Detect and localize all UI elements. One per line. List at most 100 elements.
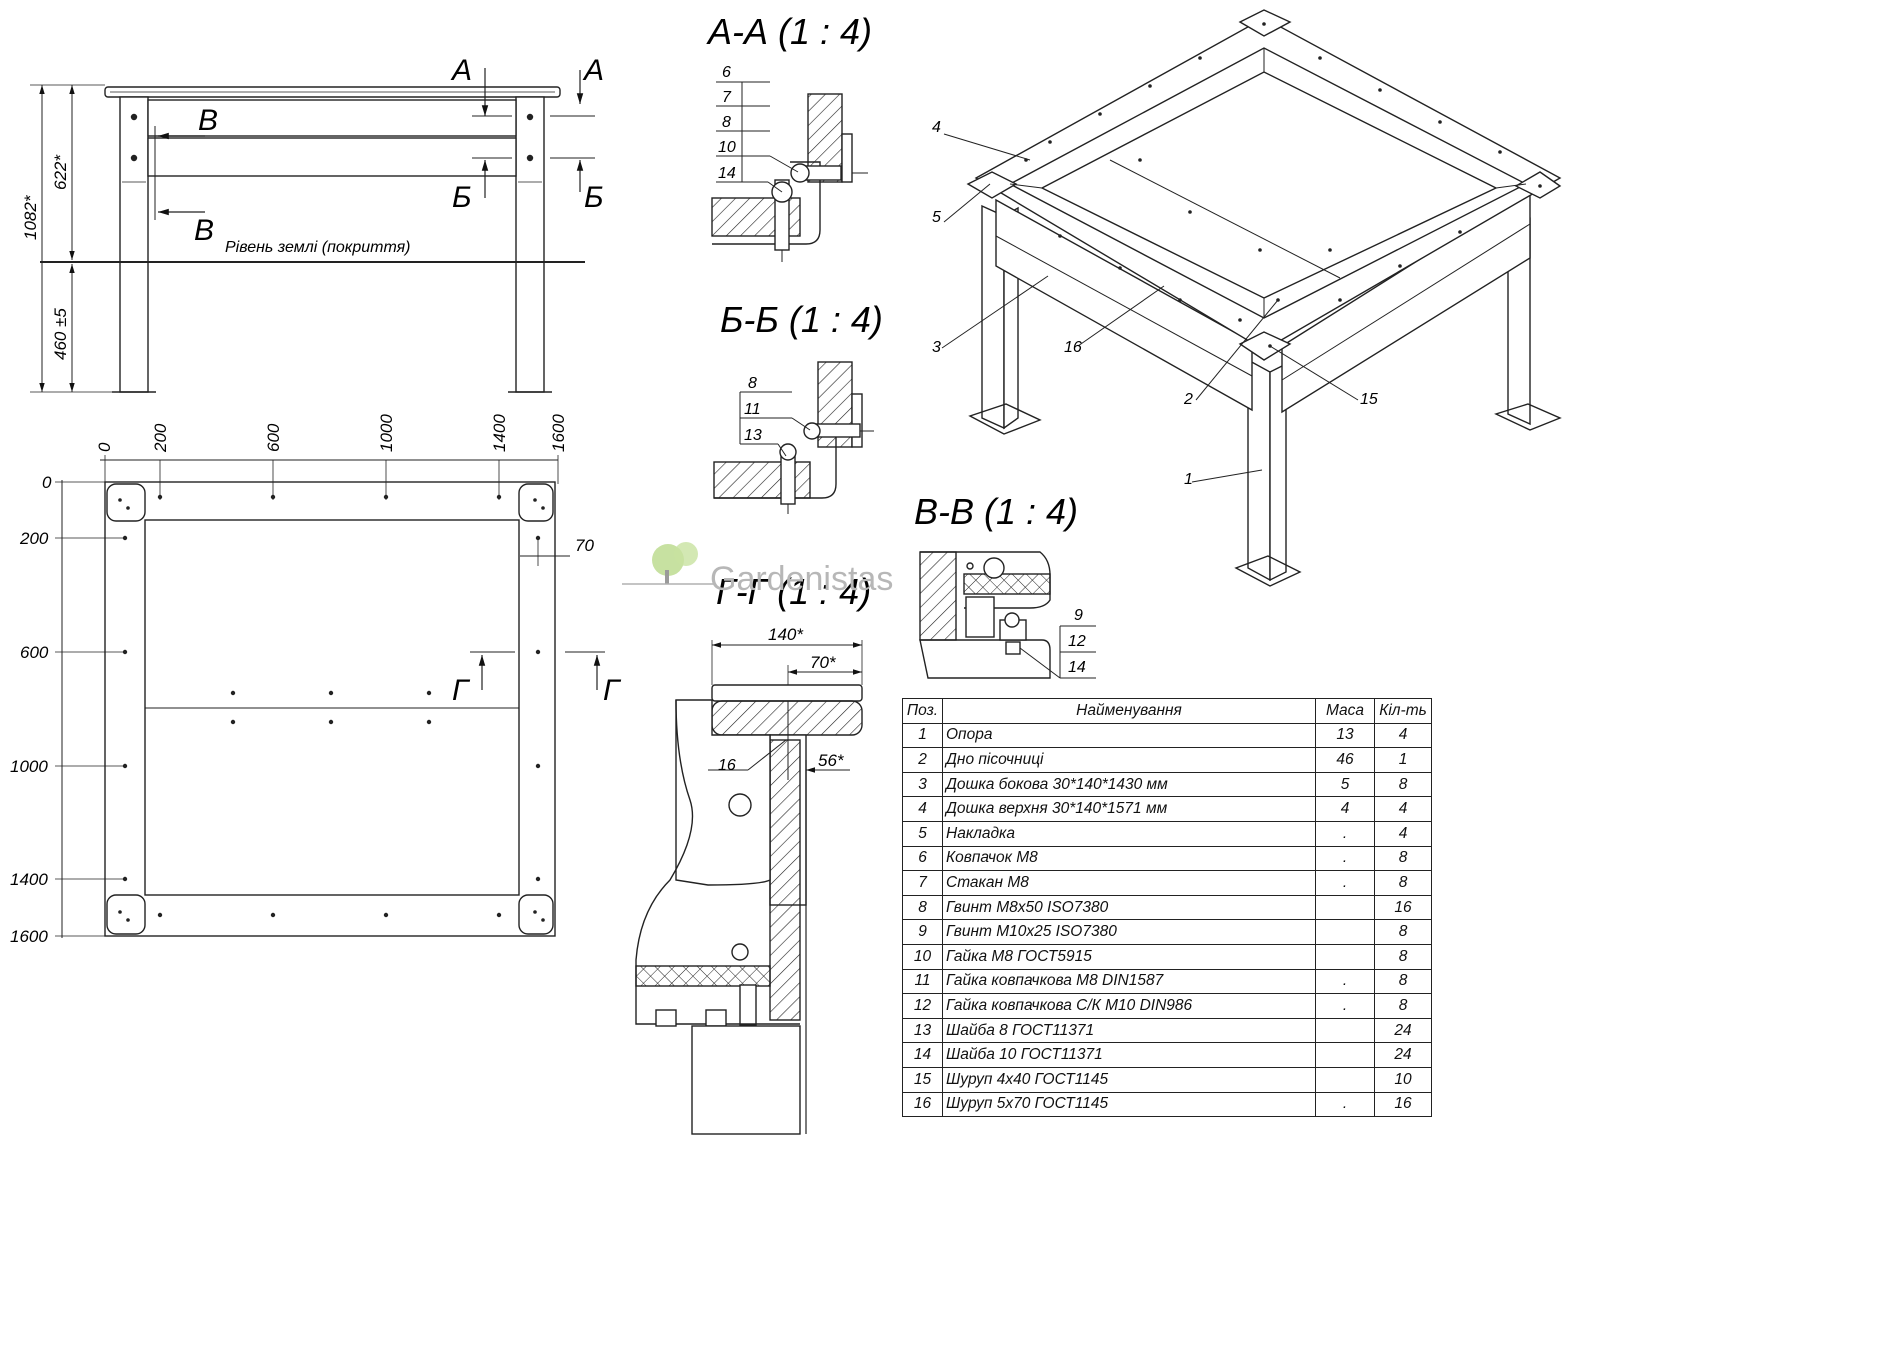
aa-callout-6: 6 xyxy=(722,64,731,81)
cell-mass xyxy=(1315,894,1375,921)
cell-pos: 8 xyxy=(902,894,943,921)
cell-name: Шайба 10 ГОСТ11371 xyxy=(942,1042,1316,1068)
cell-name: Гайка М8 ГОСТ5915 xyxy=(942,943,1316,970)
plan-tick-top-0: 0 xyxy=(95,442,114,452)
plan-tick-left-4: 1400 xyxy=(10,870,48,889)
cell-mass: 4 xyxy=(1315,796,1375,822)
cell-qty: 24 xyxy=(1374,1042,1432,1068)
cell-pos: 6 xyxy=(902,845,943,872)
plan-tick-top-1: 200 xyxy=(151,423,170,453)
cell-qty: 16 xyxy=(1374,1091,1432,1118)
cell-name: Дошка верхня 30*140*1571 мм xyxy=(942,796,1316,822)
header-pos: Поз. xyxy=(902,698,943,724)
cell-qty: 8 xyxy=(1374,870,1432,896)
bb-callout-8: 8 xyxy=(748,375,757,392)
cell-qty: 8 xyxy=(1374,919,1432,945)
technical-drawing: 1082* 622* 460 ±5 Рівень землі (покриття… xyxy=(10,9,1562,1135)
cell-name: Ковпачок М8 xyxy=(942,845,1316,872)
cut-v-top: В xyxy=(198,104,218,137)
section-vv xyxy=(919,551,1096,679)
aa-callout-7: 7 xyxy=(722,89,732,106)
dim-upper: 622* xyxy=(51,154,70,190)
section-gg-title: Г-Г (1 : 4) xyxy=(716,571,871,612)
cell-pos: 13 xyxy=(902,1017,943,1044)
cell-pos: 14 xyxy=(902,1042,943,1068)
cell-name: Дно пісочниці xyxy=(942,747,1316,773)
cell-mass xyxy=(1315,1066,1375,1093)
iso-callout-16: 16 xyxy=(1064,339,1082,356)
plan-tick-top-5: 1600 xyxy=(549,414,568,452)
cell-name: Опора xyxy=(942,722,1316,749)
iso-screw-holes xyxy=(1024,22,1542,348)
cell-mass: . xyxy=(1315,1091,1375,1118)
cell-pos: 11 xyxy=(902,968,943,995)
plan-view xyxy=(55,455,605,938)
iso-callout-15: 15 xyxy=(1360,391,1378,408)
cell-qty: 8 xyxy=(1374,968,1432,995)
cell-pos: 2 xyxy=(902,747,943,773)
cell-name: Гвинт М8х50 ISO7380 xyxy=(942,894,1316,921)
aa-callout-10: 10 xyxy=(718,139,736,156)
cell-pos: 7 xyxy=(902,870,943,896)
cut-v-bottom: В xyxy=(194,214,214,247)
cell-mass: . xyxy=(1315,845,1375,872)
parts-table-header: Поз. Найменування Маса Кіл-ть xyxy=(902,698,1432,724)
gg-callout-16: 16 xyxy=(718,757,736,774)
section-bb xyxy=(713,361,874,514)
plan-tick-left-0: 0 xyxy=(42,473,52,492)
cell-qty: 24 xyxy=(1374,1017,1432,1044)
cell-qty: 8 xyxy=(1374,845,1432,872)
dim-total: 1082* xyxy=(21,194,40,240)
vv-callout-12: 12 xyxy=(1068,633,1086,650)
iso-leaders xyxy=(941,133,1359,483)
cell-name: Шуруп 4х40 ГОСТ1145 xyxy=(942,1066,1316,1093)
aa-callout-8: 8 xyxy=(722,114,731,131)
plan-tick-left-3: 1000 xyxy=(10,757,48,776)
gg-dim-56: 56* xyxy=(818,751,845,770)
cell-name: Дошка бокова 30*140*1430 мм xyxy=(942,771,1316,798)
cell-qty: 8 xyxy=(1374,943,1432,970)
plan-dim-70: 70 xyxy=(575,536,594,555)
cut-b-right: Б xyxy=(584,181,604,214)
cut-b-left: Б xyxy=(452,181,472,214)
cell-mass xyxy=(1315,919,1375,945)
plan-tick-top-3: 1000 xyxy=(377,414,396,452)
cell-pos: 9 xyxy=(902,919,943,945)
section-gg xyxy=(635,640,863,1135)
iso-callout-5: 5 xyxy=(932,209,941,226)
cell-mass: 5 xyxy=(1315,771,1375,798)
cell-qty: 4 xyxy=(1374,722,1432,749)
cut-a-left: А xyxy=(450,54,472,87)
cut-g-right: Г xyxy=(603,674,622,707)
cell-qty: 4 xyxy=(1374,820,1432,847)
cell-mass xyxy=(1315,1017,1375,1044)
plan-tick-top-2: 600 xyxy=(264,423,283,452)
aa-callout-14: 14 xyxy=(718,165,736,182)
plan-tick-left-2: 600 xyxy=(20,643,49,662)
vv-callout-9: 9 xyxy=(1074,607,1083,624)
section-vv-title: В-В (1 : 4) xyxy=(914,491,1078,532)
cell-name: Гвинт М10х25 ISO7380 xyxy=(942,919,1316,945)
vv-callout-14: 14 xyxy=(1068,659,1086,676)
cell-mass: . xyxy=(1315,820,1375,847)
iso-callout-1: 1 xyxy=(1184,471,1193,488)
iso-callout-3: 3 xyxy=(932,339,941,356)
gg-dim-70: 70* xyxy=(810,653,837,672)
cell-qty: 10 xyxy=(1374,1066,1432,1093)
section-aa xyxy=(711,81,868,262)
cell-name: Накладка xyxy=(942,820,1316,847)
iso-callout-2: 2 xyxy=(1183,391,1193,408)
